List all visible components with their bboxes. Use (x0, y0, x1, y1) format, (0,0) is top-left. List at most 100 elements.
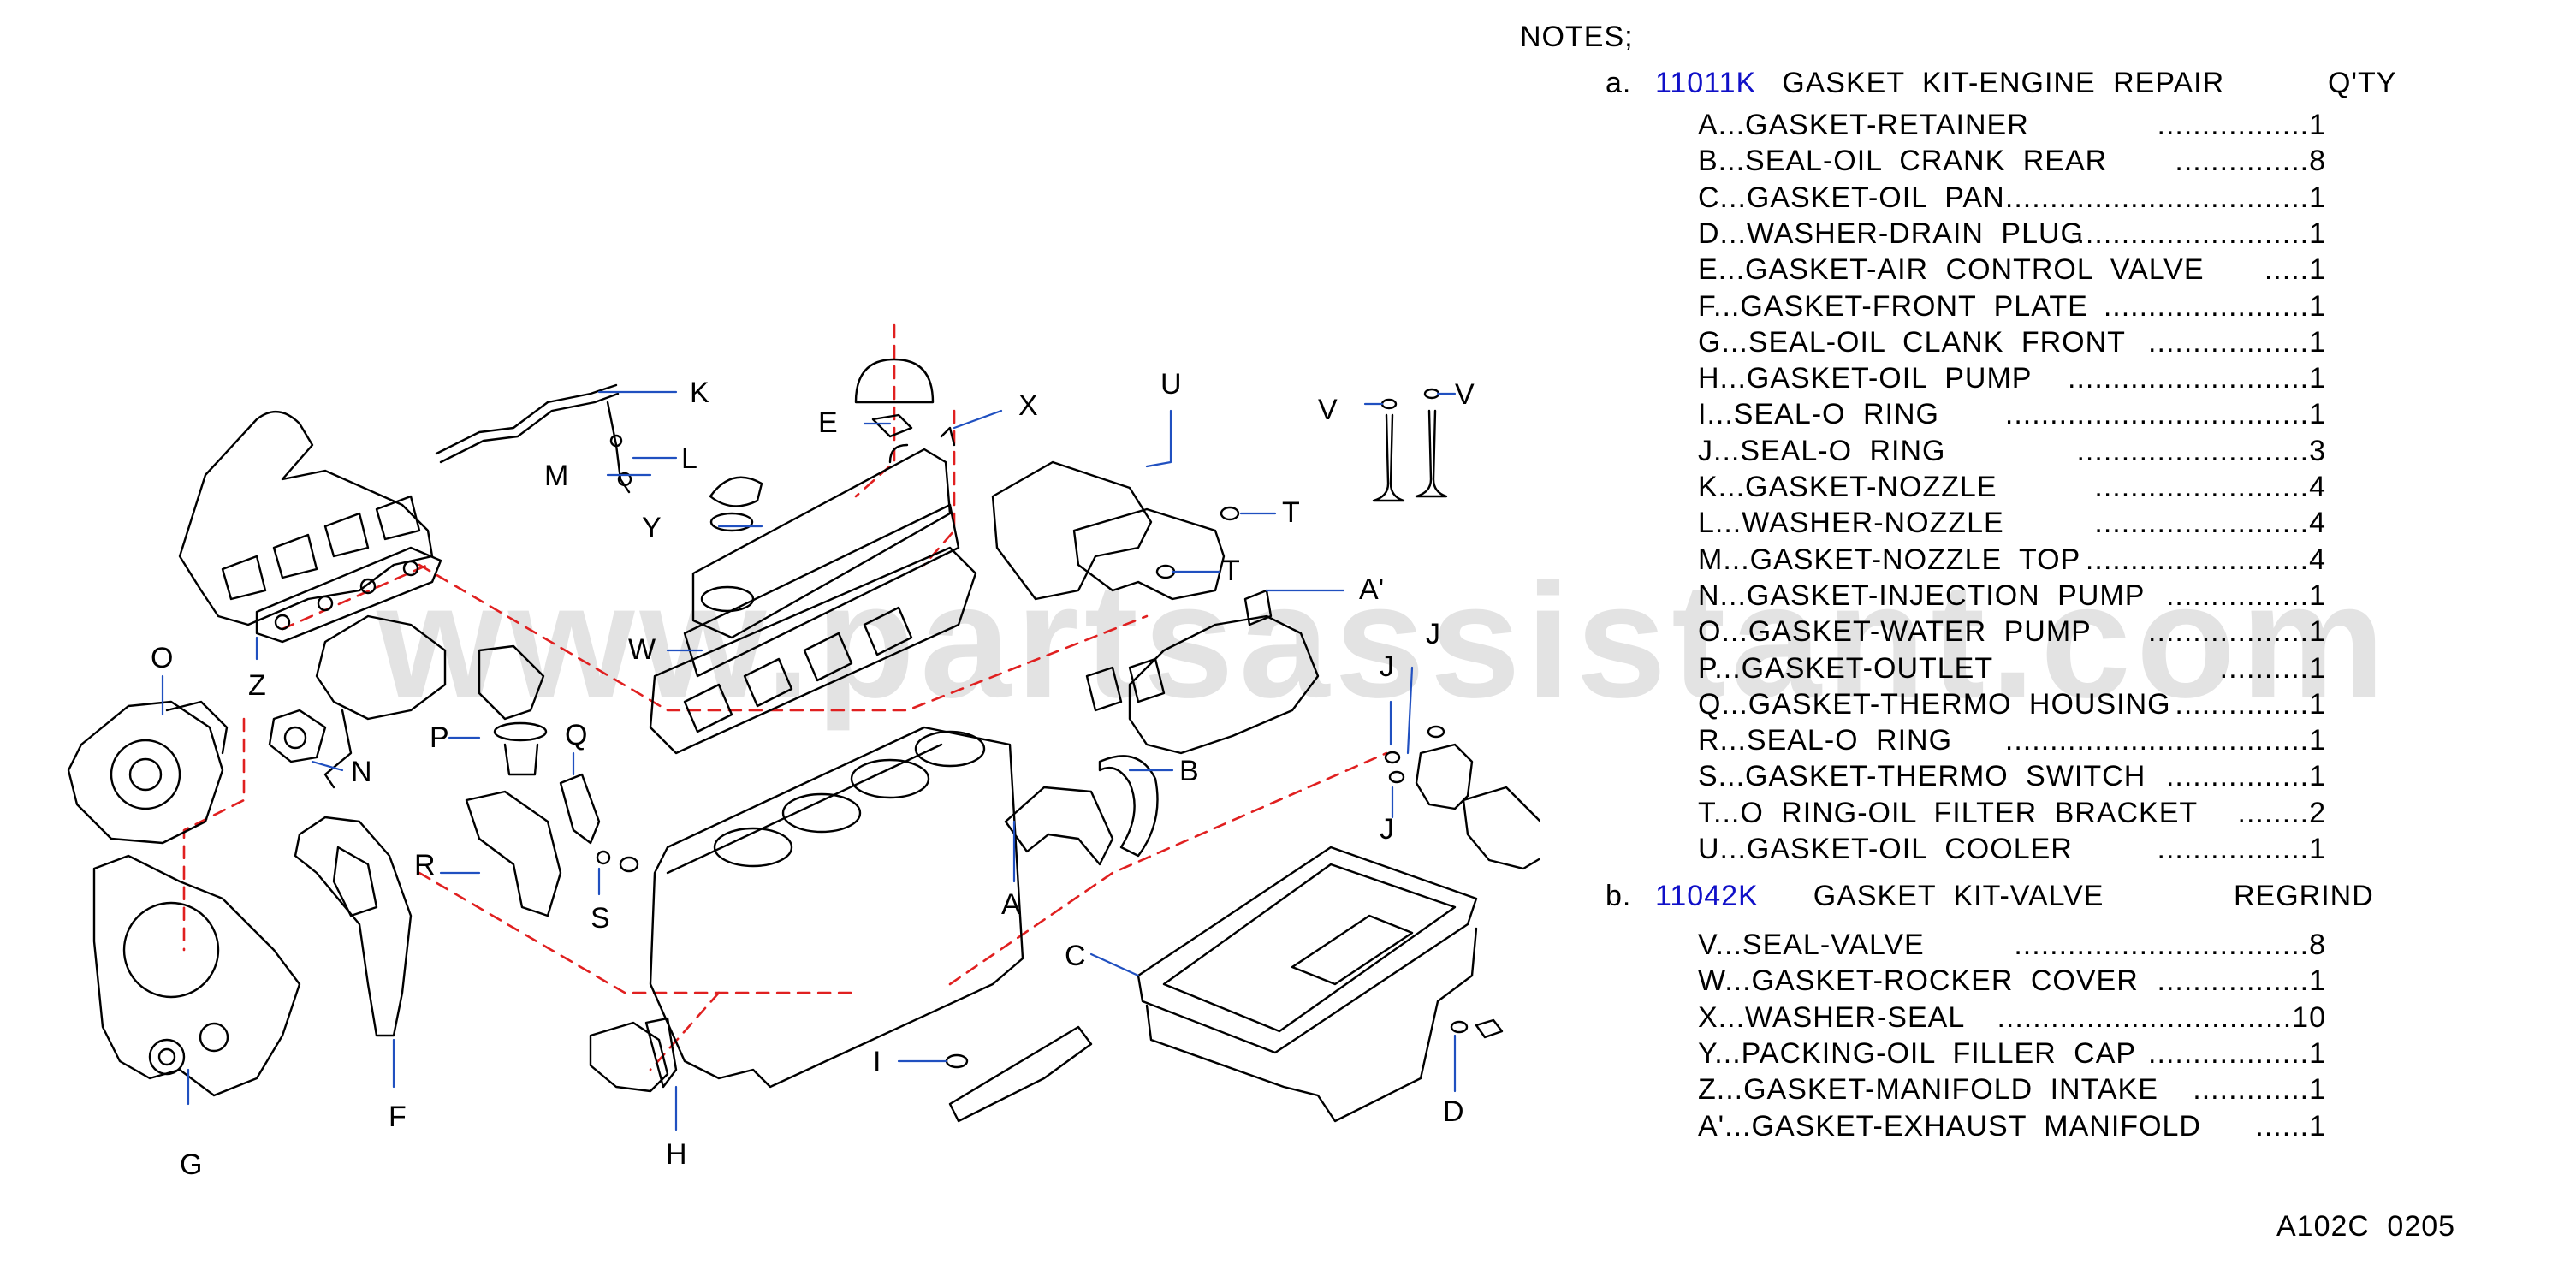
part-qty: ......1 (2255, 1109, 2326, 1142)
parts-list-row: C...GASKET-OIL PAN......................… (1698, 181, 2326, 215)
alignment-dash-lines (182, 323, 1388, 1071)
part-qty: .................1 (2157, 964, 2326, 998)
part-label: M...GASKET-NOZZLE TOP (1698, 543, 2081, 576)
callout-G: G (180, 1148, 202, 1181)
kit-a-letter: a. (1606, 67, 1632, 99)
kit-b-code: 11042K (1655, 880, 1759, 912)
part-qty: ..................1 (2148, 1036, 2326, 1070)
callout-V-right: V (1455, 378, 1475, 411)
callout-F: F (389, 1101, 407, 1133)
part-qty: ...............8 (2175, 145, 2326, 178)
parts-list-row: Z...GASKET-MANIFOLD INTAKE .............1 (1698, 1073, 2326, 1107)
parts-list-row: V...SEAL-VALVE..........................… (1698, 929, 2326, 962)
part-qty: .................1 (2157, 109, 2326, 141)
part-qty: .............1 (2193, 1073, 2326, 1107)
callout-C: C (1065, 940, 1086, 972)
parts-list-row: B...SEAL-OIL CRANK REAR...............8 (1698, 145, 2326, 178)
part-label: P...GASKET-OUTLET (1698, 651, 1994, 685)
parts-list-row: D...WASHER-DRAIN PLUG...................… (1698, 217, 2326, 251)
callout-K: K (690, 377, 709, 409)
part-qty: .................................10 (1997, 1000, 2326, 1034)
thermostat-housing-drawing (465, 644, 639, 917)
cylinder-block-drawing (649, 726, 1024, 1089)
oil-cooler-drawing (991, 460, 1240, 601)
part-qty: ........................4 (2094, 507, 2326, 540)
callout-A: A (1001, 888, 1021, 921)
part-label: W...GASKET-ROCKER COVER (1698, 964, 2139, 998)
part-qty: .....1 (2264, 253, 2326, 287)
part-qty: ...............1 (2175, 687, 2326, 721)
parts-list-row: P...GASKET-OUTLET ..........1 (1698, 651, 2326, 685)
callout-Y: Y (642, 512, 662, 544)
callout-P: P (430, 721, 449, 754)
parts-list-row: A'...GASKET-EXHAUST MANIFOLD ......1 (1698, 1109, 2326, 1143)
callout-T-upper: T (1282, 496, 1300, 529)
part-qty: ..........1 (2219, 651, 2326, 685)
part-qty: .................1 (2157, 833, 2326, 865)
water-pump-drawing (67, 700, 229, 845)
callout-H: H (666, 1138, 687, 1171)
parts-list-row: M...GASKET-NOZZLE TOP...................… (1698, 543, 2326, 577)
parts-list-row: O...GASKET-WATER PUMP..................1 (1698, 615, 2325, 649)
leader-lines (161, 390, 1457, 1131)
callout-U: U (1160, 368, 1182, 401)
part-qty: ..................................1 (2004, 181, 2326, 214)
callout-V-left: V (1318, 394, 1338, 426)
callout-J-top: J (1426, 618, 1440, 650)
part-qty: .........................4 (2085, 543, 2326, 576)
part-label: I...SEAL-O RING (1698, 398, 1939, 431)
callout-M: M (544, 460, 568, 492)
drawing-code: A102C 0205 (2276, 1210, 2456, 1243)
callout-D: D (1443, 1095, 1464, 1128)
parts-list-row: K...GASKET-NOZZLE.......................… (1698, 471, 2325, 504)
parts-list-row: L...WASHER-NOZZLE.......................… (1698, 507, 2326, 540)
engine-exploded-diagram: K E X U V V L M Y T T A' W J J J O Z P Q… (67, 323, 1540, 1181)
parts-list-row: F...GASKET-FRONT PLATE..................… (1698, 289, 2326, 323)
part-label: C...GASKET-OIL PAN (1698, 181, 2005, 214)
callout-W: W (628, 633, 656, 666)
parts-list-row: T...O RING-OIL FILTER BRACKET........2 (1698, 796, 2326, 830)
part-label: Y...PACKING-OIL FILLER CAP (1698, 1036, 2137, 1070)
intake-gasket-drawing (255, 546, 442, 644)
exhaust-manifold-drawing (1085, 589, 1320, 755)
callout-L: L (681, 442, 697, 475)
parts-list-row: X...WASHER-SEAL.........................… (1698, 1000, 2326, 1035)
callout-B: B (1179, 755, 1199, 787)
oil-filter-drawing (1384, 725, 1540, 870)
callout-J-bottom: J (1380, 813, 1394, 846)
part-label: Z...GASKET-MANIFOLD INTAKE (1698, 1073, 2158, 1107)
part-qty: ........2 (2237, 796, 2326, 829)
part-label: L...WASHER-NOZZLE (1698, 507, 2004, 540)
part-qty: ..................................1 (2004, 724, 2326, 757)
qty-header: Q'TY (2328, 67, 2397, 99)
parts-list-row: Q...GASKET-THERMO HOUSING...............… (1698, 687, 2326, 721)
part-label: O...GASKET-WATER PUMP (1698, 615, 2092, 649)
callout-J-middle: J (1380, 650, 1394, 683)
injection-pump-drawing (268, 614, 447, 789)
kit-b-name: GASKET KIT-VALVE (1813, 880, 2104, 912)
parts-list-row: W...GASKET-ROCKER COVER.................… (1698, 964, 2325, 998)
parts-list-row: S...GASKET-THERMO SWITCH................… (1698, 760, 2326, 793)
part-label: A'...GASKET-EXHAUST MANIFOLD (1698, 1109, 2201, 1142)
part-qty: .................................8 (2014, 929, 2326, 961)
parts-list-row: U...GASKET-OIL COOLER .................1 (1698, 833, 2325, 866)
part-qty: .......................1 (2103, 289, 2326, 323)
parts-list-row: H...GASKET-OIL PUMP.....................… (1698, 362, 2325, 395)
part-label: G...SEAL-OIL CLANK FRONT (1698, 325, 2126, 359)
parts-list-row: G...SEAL-OIL CLANK FRONT................… (1698, 325, 2325, 359)
kit-b-name-extra: REGRIND (2234, 880, 2374, 912)
part-label: N...GASKET-INJECTION PUMP (1698, 579, 2146, 612)
parts-list-row: R...SEAL-O RING.........................… (1698, 724, 2326, 757)
part-label: J...SEAL-O RING (1698, 434, 1946, 467)
callout-S: S (591, 902, 610, 935)
callout-R: R (414, 849, 436, 881)
part-qty: ................1 (2165, 760, 2326, 793)
part-label: U...GASKET-OIL COOLER (1698, 833, 2073, 865)
rear-retainer-drawing (1004, 755, 1159, 866)
part-qty: ...........................1 (2068, 217, 2326, 250)
part-qty: ..................................1 (2004, 398, 2326, 431)
callout-A-prime: A' (1359, 573, 1384, 606)
oil-cap-drawing (709, 358, 956, 532)
part-label: D...WASHER-DRAIN PLUG (1698, 217, 2085, 250)
